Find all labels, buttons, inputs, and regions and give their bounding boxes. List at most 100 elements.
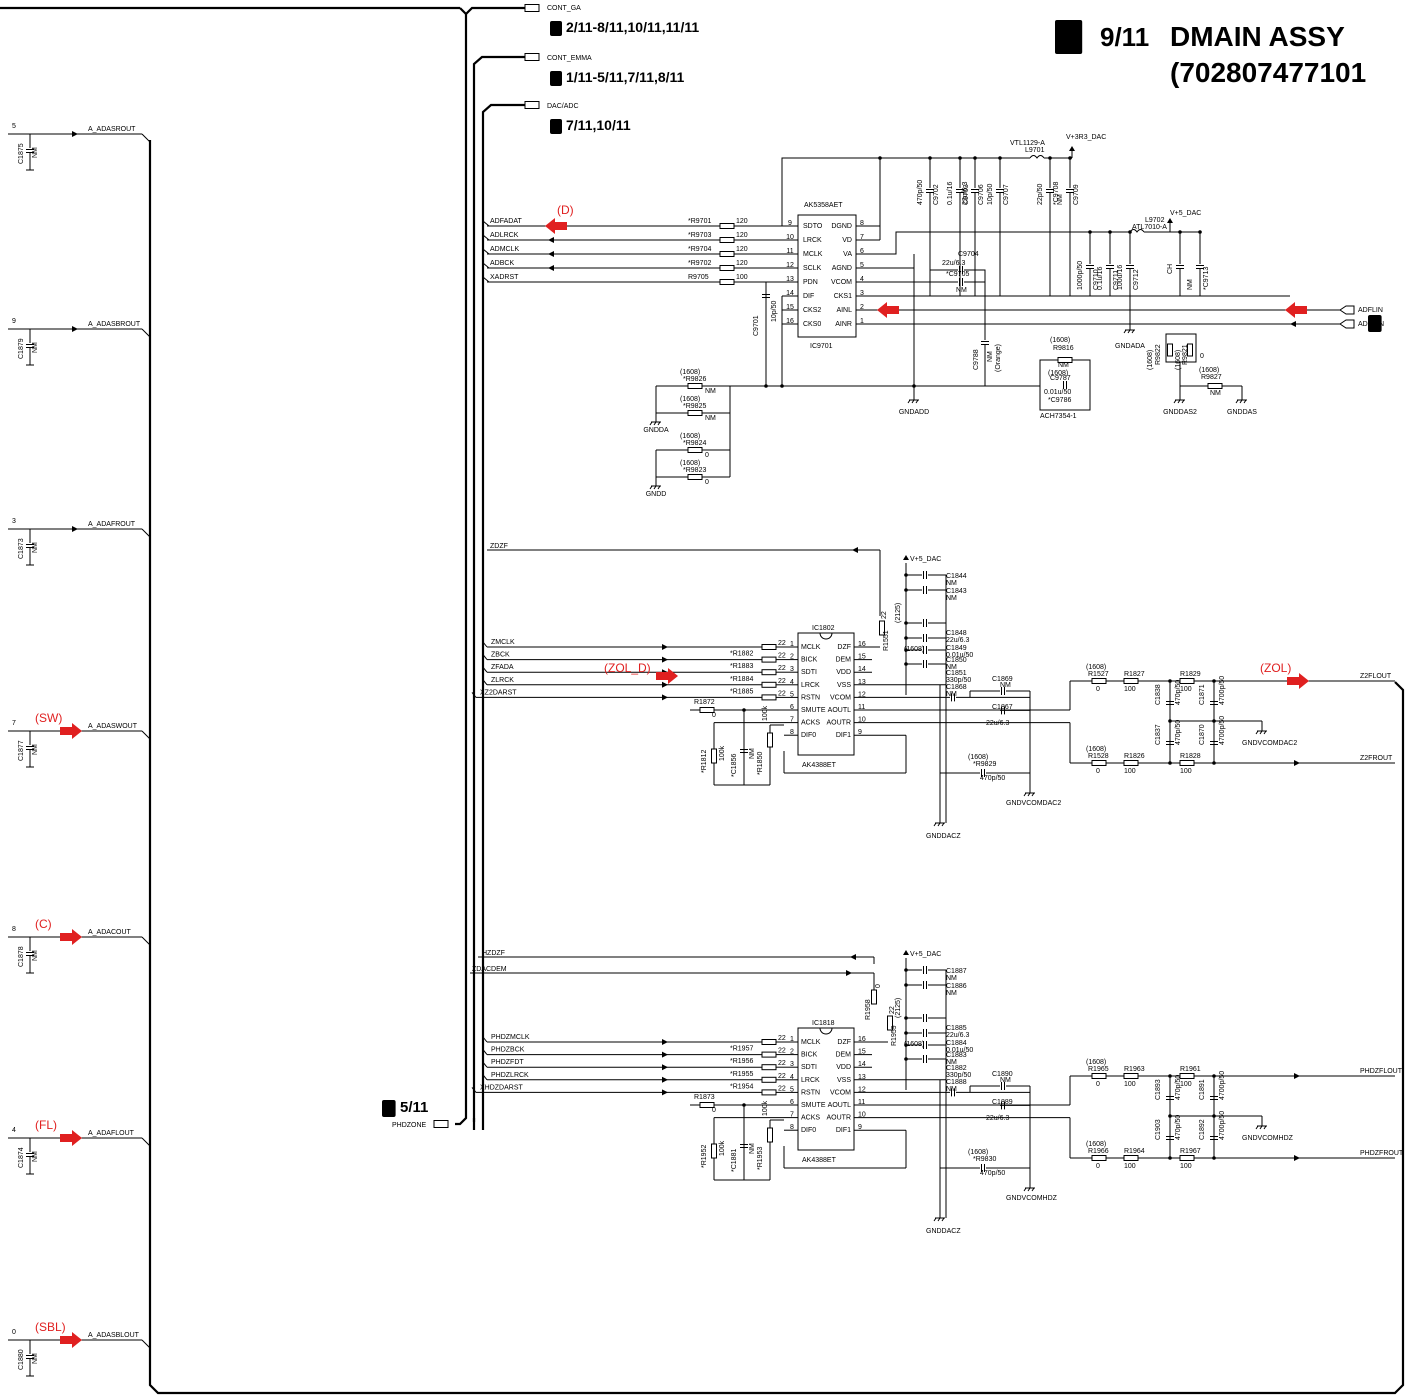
pin-number: 5 [12,123,16,130]
red-marker-label: (ZOL_D) [604,661,651,675]
cap-value: 0.1u/16 [947,182,954,205]
res-ref: *R1812 [701,750,708,773]
cap-ref: C1879 [18,338,25,359]
ic-pin-number: 13 [858,1074,866,1081]
junction-dot [742,1103,746,1107]
gndvcom-label: GNDVCOMDAC2 [1242,740,1297,747]
pin-number: 8 [12,926,16,933]
cap-ref: C1890 [992,1071,1013,1078]
cap-value: 22p/50 [1037,183,1044,205]
res-ref: *R9702 [688,260,711,267]
adc-net-label: ADFADAT [490,218,522,225]
arrow-icon [662,1051,668,1058]
res-ref: *R9824 [683,440,706,447]
cap-ref: C9712 [1133,269,1140,290]
ic-pin-name: SDTI [801,1064,817,1071]
ic-pin-number: 3 [790,1061,794,1068]
ic-pin-number: 8 [790,729,794,736]
dac-net-label: XZ2DARST [480,689,517,696]
arrow-icon [662,681,668,688]
output-net-label: PHDZFROUT [1360,1150,1404,1157]
res-value: 100 [1124,1081,1136,1088]
resistor [1091,760,1107,766]
part-size: (1608) [1086,664,1106,671]
res-value: 22 [778,653,786,660]
res-ref: *R9703 [688,232,711,239]
ground-icon [653,485,657,490]
cap-ch-label: CH [1167,264,1174,274]
resistor [1123,1073,1139,1079]
part-size: (1608) [1050,337,1070,344]
resistor [761,1089,777,1096]
junction-dot [1212,719,1216,723]
ic-pin-number: 12 [858,1086,866,1093]
part-size: (1608) [968,1149,988,1156]
res-ref: *R9829 [973,761,996,768]
dac-net-label: ZFADA [491,664,514,671]
ic-pin-name: SMUTE [801,707,826,714]
ground-icon [941,822,945,827]
arrow-icon [548,251,554,257]
ic-pin-name: LRCK [801,682,820,689]
red-marker-label: (SBL) [35,1320,66,1334]
res-value: 0 [1096,686,1100,693]
ic-pin-name: VSS [837,1077,851,1084]
cap-note: (Orange) [995,344,1002,372]
res-ref: R1828 [1180,753,1201,760]
resistor [1207,383,1223,389]
ic-pin-name: DEM [835,1052,851,1059]
ic-pin-name: DIF0 [801,732,816,739]
part-size: (1608) [1199,367,1219,374]
wire [482,262,490,269]
resistor [719,251,735,257]
ground-icon [1263,1125,1267,1130]
res-value: 22 [778,1035,786,1042]
cap-value: NM [32,950,39,961]
arrow-icon [662,1089,668,1096]
ic-pin-name: PDN [803,279,818,286]
cap-value: 4700p/50 [1219,1111,1226,1140]
sheet-badge-letter: C [1057,22,1080,58]
ic-pin-number: 8 [790,1124,794,1131]
resistor [761,694,777,701]
arrow-icon [846,970,852,976]
gndvcom-label: GNDVCOMHDZ [1242,1135,1294,1142]
ground-icon [907,399,911,404]
resistor [687,410,703,416]
part-size: (1608) [680,369,700,376]
ic-pin-name: DIF [803,293,814,300]
res-ref: *R1882 [730,651,753,658]
wire [141,133,151,143]
cap-value: 0.1u/16 [1097,267,1104,290]
cap-value: 22u/6.3 [962,182,969,205]
cap-value: NM [32,342,39,353]
cap-ref: C1884 [946,1040,967,1047]
ic-pin-number: 11 [858,704,865,711]
ic-pin-number: 2 [790,1049,794,1056]
ic-pin-name: DZF [837,1039,851,1046]
resistor [719,279,735,285]
ic-pin-number: 6 [790,1099,794,1106]
res-ref: *R9826 [683,376,706,383]
cont-ga-ref: 2/11-8/11,10/11,11/11 [566,19,699,35]
resistor [879,620,885,636]
res-value: 100 [1180,686,1192,693]
cap-ref: C9701 [753,315,760,336]
resistor [699,707,715,713]
cap-value: 10p/50 [771,300,778,322]
res-value: 120 [736,260,748,267]
junction-dot [742,708,746,712]
output-net-label: A_ADAFLOUT [88,1130,135,1137]
red-marker-label: (ZOL) [1260,661,1291,675]
ic-pin-name: VDD [836,669,851,676]
ground-icon [1177,399,1181,404]
arrow-icon [72,326,78,332]
resistor [767,1127,773,1143]
cap-ref: *C1856 [731,754,738,777]
ic-pin-name: MCLK [801,644,821,651]
ic-pin-number: 13 [858,679,866,686]
l9701-part: VTL1129-A [1010,140,1045,147]
dac-net-label: PHDZBCK [491,1047,525,1054]
phdzone-label: PHDZONE [392,1122,427,1129]
sheet-badge [382,1100,396,1117]
